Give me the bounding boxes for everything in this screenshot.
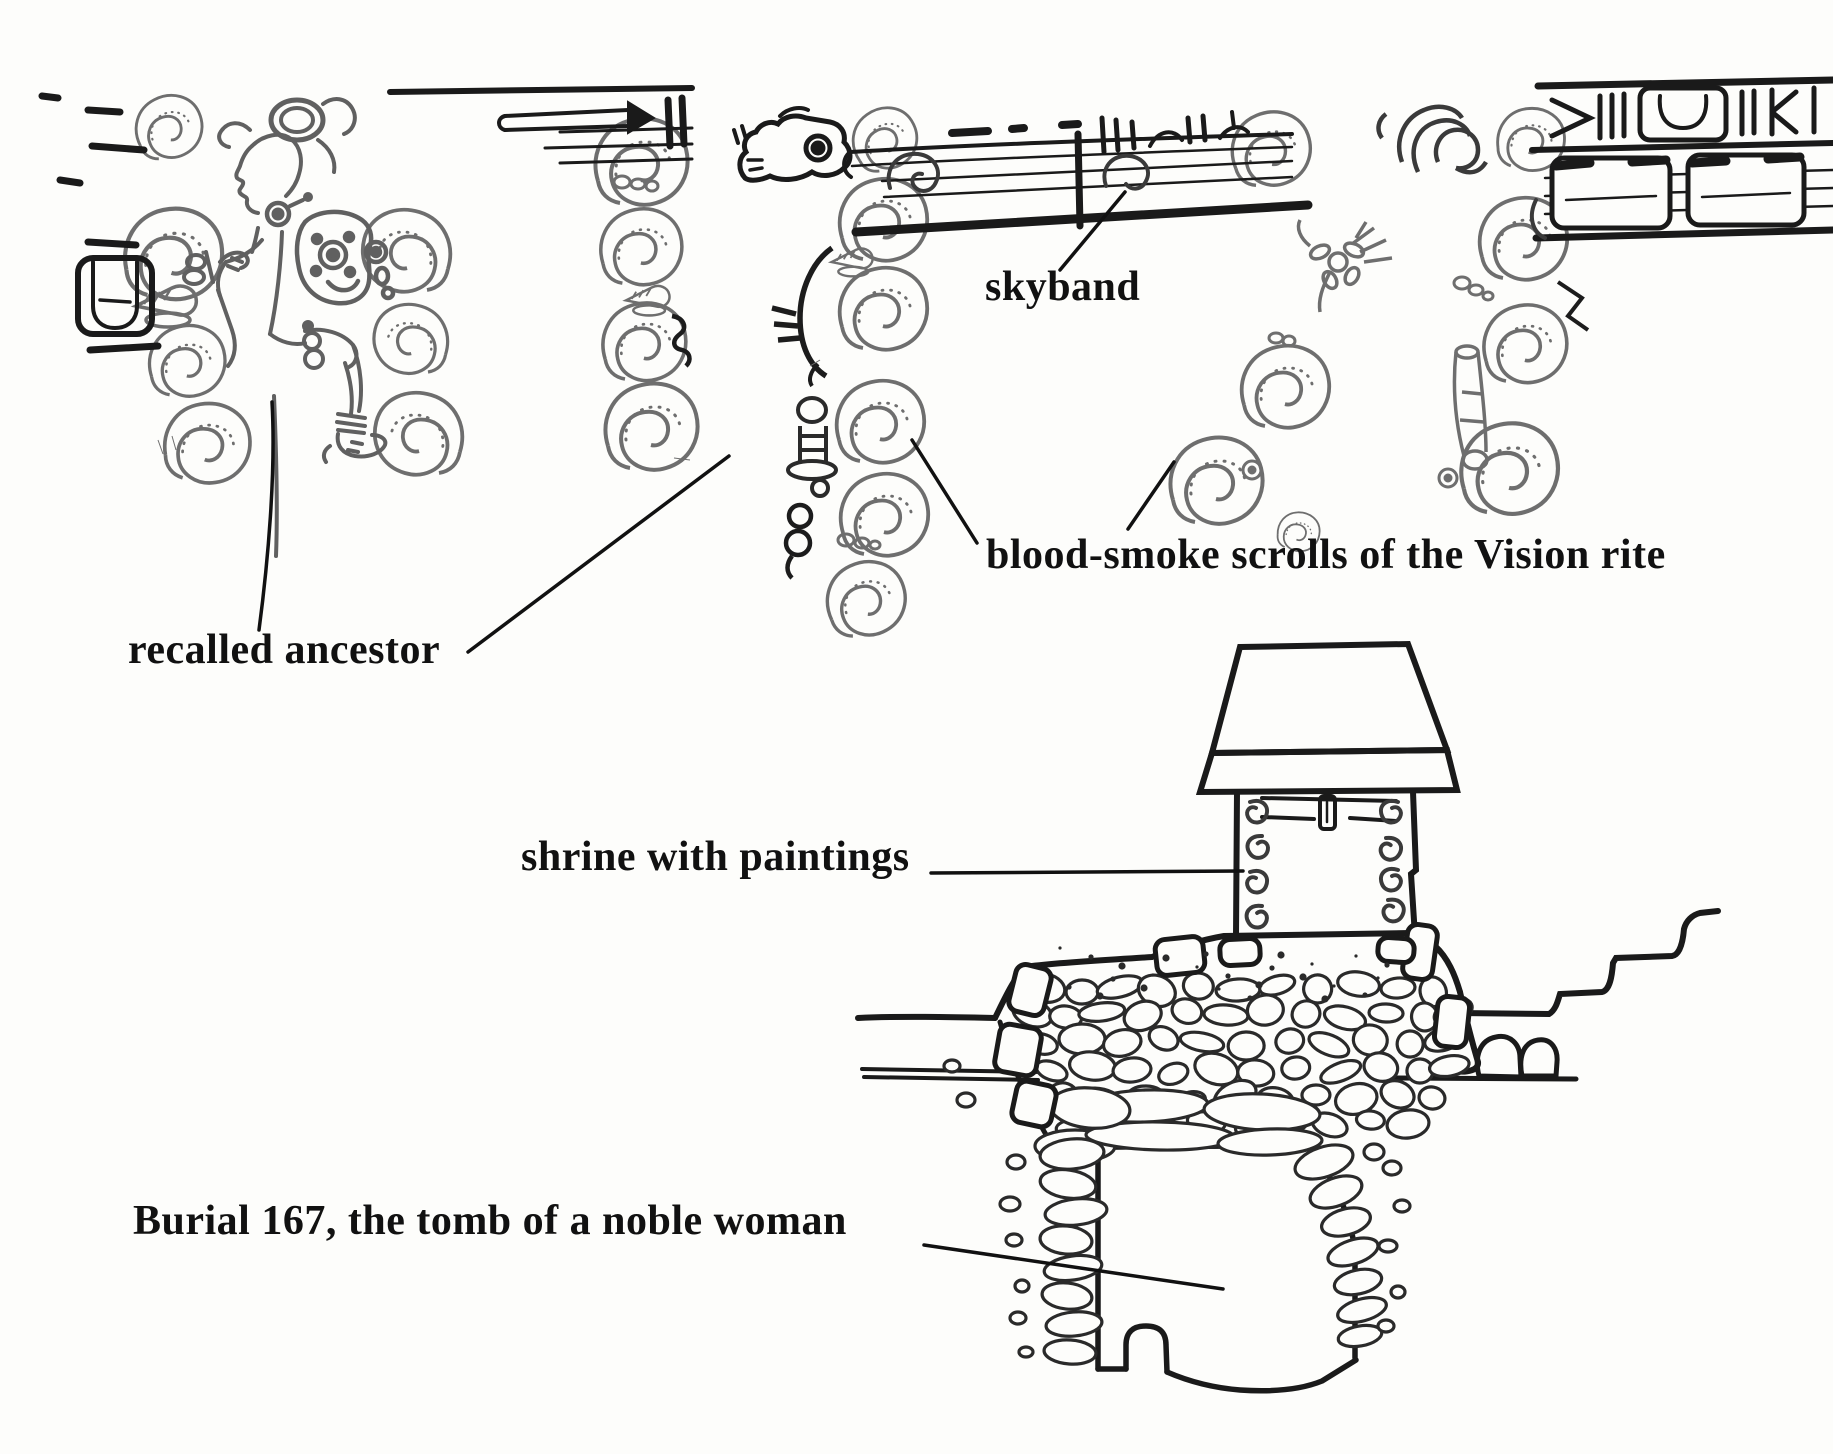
earspool [264, 192, 313, 228]
knot-motif [1376, 104, 1488, 175]
leader-shrine [929, 869, 1245, 875]
skyband-drawing [38, 76, 1833, 354]
label-blood-smoke: blood-smoke scrolls of the Vision rite [986, 532, 1666, 578]
cartouche-glyph [75, 238, 162, 354]
name-glyph [294, 209, 396, 306]
platform-and-tomb-drawing [855, 908, 1721, 1394]
recalled-ancestor-figure [182, 97, 396, 558]
creature-head [732, 106, 853, 183]
leader-recalled-ancestor-1 [257, 400, 275, 632]
skyband-left-segment [38, 85, 695, 354]
tomb-chamber [1095, 1144, 1359, 1394]
skyband-middle-segment [732, 106, 1313, 237]
leader-recalled-ancestor-2 [466, 454, 731, 654]
label-leader-lines [257, 190, 1245, 1291]
leader-blood-smoke-2 [1126, 460, 1176, 531]
bone-tube-motif [1452, 344, 1489, 471]
label-skyband: skyband [985, 264, 1141, 310]
leader-burial [922, 1243, 1225, 1291]
label-burial: Burial 167, the tomb of a noble woman [133, 1198, 847, 1244]
ring-column-motif [786, 396, 838, 498]
leader-blood-smoke-1 [910, 438, 979, 545]
serpent-crescent-motif [771, 245, 834, 388]
label-recalled-ancestor: recalled ancestor [128, 627, 441, 673]
blood-smoke-scrolls-drawing [122, 89, 1590, 643]
stepped-terrain [1455, 908, 1721, 1018]
skyband-right-segment [1529, 76, 1833, 242]
leader-skyband [1058, 190, 1127, 272]
shrine-drawing [1195, 640, 1461, 939]
flower-motif [1296, 219, 1393, 313]
tomb-niche [1123, 1323, 1170, 1375]
label-shrine: shrine with paintings [521, 834, 910, 880]
